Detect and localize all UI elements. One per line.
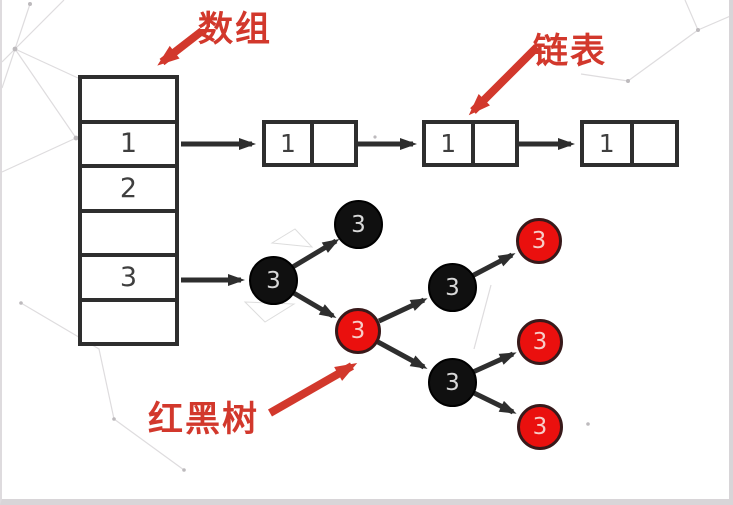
list-node-pointer — [470, 124, 516, 163]
arrow-upper-black-to-red-leaf — [470, 252, 516, 279]
list-node: 1 — [580, 120, 679, 167]
list-node: 1 — [262, 120, 358, 167]
tree-node-black: 3 — [334, 200, 383, 249]
arrow-lower-black-to-red-leaf1 — [471, 351, 517, 375]
tree-node-black: 3 — [428, 263, 477, 312]
arrow-red-to-upper-black — [377, 297, 428, 324]
arrow-label-array — [157, 27, 205, 66]
array-cell-0 — [78, 75, 179, 124]
label-linked-list: 链表 — [533, 32, 608, 72]
tree-node-red: 3 — [516, 218, 562, 264]
annotation-arrows — [157, 27, 540, 417]
arrow-label-linked-list — [468, 44, 540, 116]
array-cell-2: 2 — [78, 164, 179, 213]
tree-node-red: 3 — [517, 319, 563, 365]
list-node: 1 — [422, 120, 519, 167]
list-node-value: 1 — [440, 129, 457, 158]
tree-node-root-black: 3 — [249, 256, 298, 305]
label-red-black-tree: 红黑树 — [148, 400, 260, 440]
arrow-root-to-right — [290, 289, 337, 319]
list-node-value: 1 — [280, 129, 296, 158]
array-cell-4: 3 — [78, 253, 179, 302]
list-node-pointer — [310, 124, 354, 163]
structure-arrows — [181, 138, 575, 415]
label-array: 数组 — [198, 10, 273, 50]
tree-node-red: 3 — [517, 404, 563, 450]
list-node-pointer — [629, 124, 676, 163]
bucket-array: 1 2 3 — [78, 75, 179, 346]
tree-node-red: 3 — [335, 308, 381, 354]
constellation-background — [2, 0, 729, 472]
arrow-lower-black-to-red-leaf2 — [470, 389, 517, 415]
array-cell-1: 1 — [78, 119, 179, 168]
array-cell-5 — [78, 297, 179, 346]
tree-node-black: 3 — [428, 358, 477, 407]
list-node-value: 1 — [598, 129, 615, 158]
arrow-red-to-lower-black — [376, 339, 428, 370]
array-cell-3 — [78, 208, 179, 257]
arrow-root-to-left — [289, 238, 340, 271]
arrow-label-red-black-tree — [268, 362, 358, 417]
